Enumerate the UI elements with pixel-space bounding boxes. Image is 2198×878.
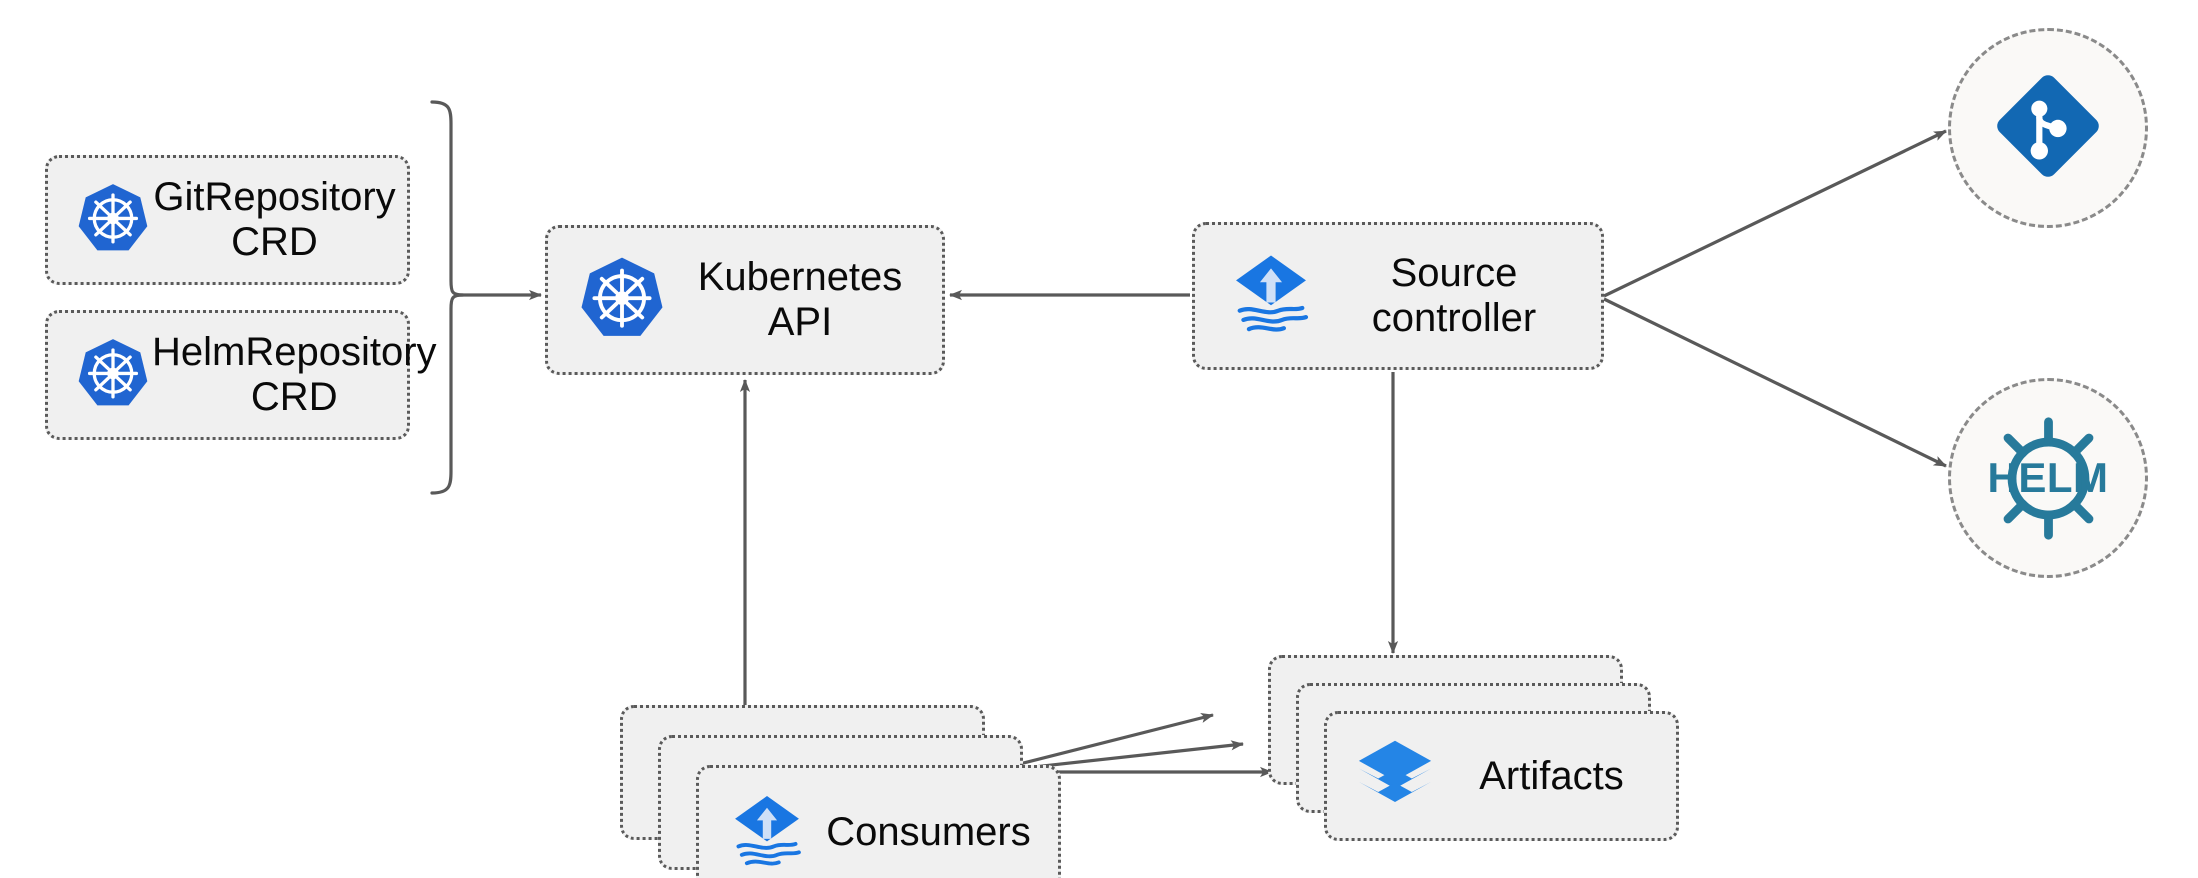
helm-wordmark: HELM — [1987, 454, 2109, 501]
external-helm-repository[interactable]: HELM — [1948, 378, 2148, 578]
helm-icon: HELM — [1981, 411, 2116, 546]
node-label: GitRepository CRD — [153, 175, 396, 264]
node-label: HelmRepository CRD — [152, 330, 437, 419]
node-kubernetes-api[interactable]: Kubernetes API — [545, 225, 945, 375]
node-label: Kubernetes API — [697, 255, 903, 344]
node-label: Consumers — [826, 810, 1031, 855]
node-gitrepository-crd[interactable]: GitRepository CRD — [45, 155, 410, 285]
kubernetes-icon — [74, 336, 152, 414]
node-artifacts[interactable]: Artifacts — [1324, 711, 1679, 841]
edge-source-controller-to-git — [1603, 129, 1947, 298]
edge-source-controller-to-helm — [1603, 297, 1947, 468]
kubernetes-icon — [74, 181, 152, 259]
layers-icon — [1353, 734, 1437, 818]
flux-source-icon — [1225, 250, 1317, 342]
node-label: Source controller — [1371, 251, 1537, 340]
node-helmrepository-crd[interactable]: HelmRepository CRD — [45, 310, 437, 440]
kubernetes-icon — [576, 254, 668, 346]
flux-source-icon — [725, 791, 809, 875]
node-consumers[interactable]: Consumers — [696, 765, 1061, 878]
external-git-repository[interactable] — [1948, 28, 2148, 228]
crd-group-bracket — [430, 100, 465, 495]
node-consumers-stack[interactable]: Consumers — [620, 705, 1061, 878]
node-source-controller[interactable]: Source controller — [1192, 222, 1604, 370]
git-icon — [1986, 64, 2110, 193]
node-label: Artifacts — [1479, 753, 1624, 798]
node-artifacts-stack[interactable]: Artifacts — [1268, 655, 1698, 855]
